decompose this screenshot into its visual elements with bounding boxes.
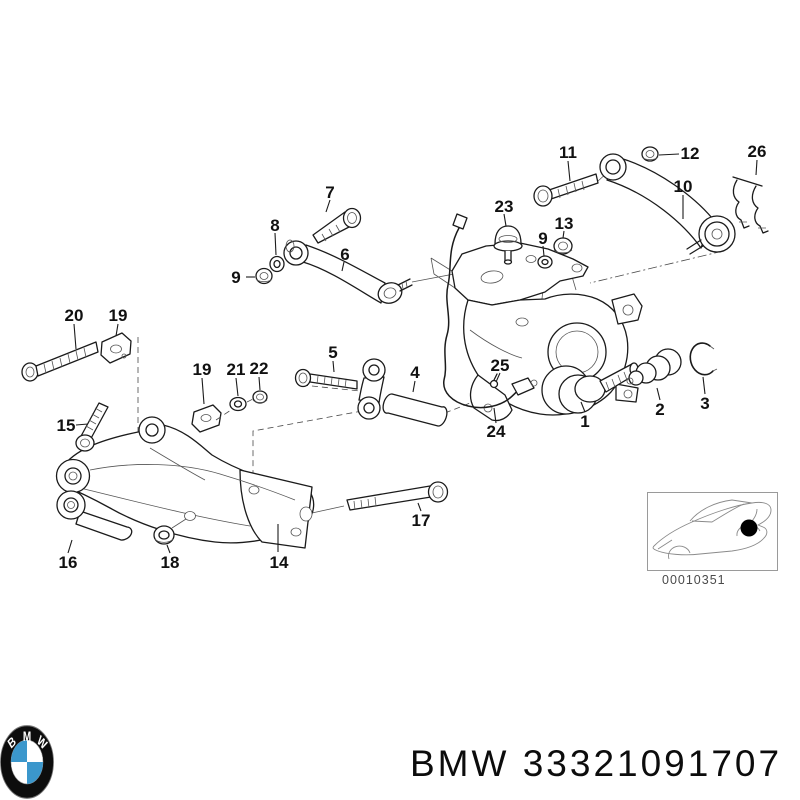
callout-8: 8 xyxy=(270,216,280,256)
svg-text:3: 3 xyxy=(700,394,709,413)
callout-15: 15 xyxy=(57,416,89,435)
svg-text:20: 20 xyxy=(65,306,84,325)
svg-text:9: 9 xyxy=(538,229,547,248)
part-21-washer xyxy=(229,396,247,412)
part-15-bolt xyxy=(75,402,109,452)
svg-text:11: 11 xyxy=(559,143,577,162)
part-23-bump-stop xyxy=(493,225,523,265)
part-9-nut-left xyxy=(255,267,273,285)
callout-25: 25 xyxy=(491,356,510,383)
part-19-bracket-left xyxy=(100,332,132,364)
part-2-joint-boot xyxy=(626,348,682,386)
callout-19-right: 19 xyxy=(193,360,212,405)
part-18-nut xyxy=(153,518,187,545)
location-dot xyxy=(740,519,758,537)
svg-text:15: 15 xyxy=(57,416,76,435)
part-10-upper-control-arm xyxy=(599,153,736,255)
svg-text:2: 2 xyxy=(655,400,664,419)
part-1-wheel-hub xyxy=(541,362,639,415)
svg-text:24: 24 xyxy=(487,422,506,441)
callout-3: 3 xyxy=(700,376,710,413)
part-4-integral-link xyxy=(357,358,448,427)
callout-6: 6 xyxy=(340,245,350,272)
callout-17: 17 xyxy=(412,502,431,530)
svg-text:25: 25 xyxy=(491,356,510,375)
callout-1: 1 xyxy=(580,401,590,431)
callout-23: 23 xyxy=(495,197,514,227)
svg-text:17: 17 xyxy=(412,511,431,530)
callout-20: 20 xyxy=(65,306,84,350)
callout-5: 5 xyxy=(328,343,338,373)
part-6-guiding-arm xyxy=(283,239,413,304)
part-16-stop-buffer xyxy=(56,490,133,541)
callout-26: 26 xyxy=(748,142,767,176)
part-26-retaining-clips xyxy=(732,176,769,234)
svg-text:26: 26 xyxy=(748,142,767,161)
part-13-nut xyxy=(553,237,573,255)
callout-10: 10 xyxy=(674,177,693,219)
callout-13: 13 xyxy=(555,214,574,239)
part-25-clip xyxy=(489,373,499,389)
svg-text:23: 23 xyxy=(495,197,514,216)
part-11-bolt xyxy=(533,173,599,207)
svg-text:16: 16 xyxy=(59,553,78,572)
part-8-washer xyxy=(269,255,285,273)
callout-16: 16 xyxy=(59,539,78,572)
svg-text:M: M xyxy=(23,728,31,744)
callout-14: 14 xyxy=(270,524,289,572)
svg-text:13: 13 xyxy=(555,214,574,233)
part-5-bolt xyxy=(294,368,358,390)
svg-text:5: 5 xyxy=(328,343,337,362)
svg-text:6: 6 xyxy=(340,245,349,264)
part-19-bracket-right xyxy=(191,404,222,433)
bmw-logo: B M W xyxy=(0,725,54,799)
part-24-abs-sensor xyxy=(443,213,538,409)
svg-text:8: 8 xyxy=(270,216,279,235)
callout-2: 2 xyxy=(655,387,665,419)
svg-text:14: 14 xyxy=(270,553,289,572)
callout-21: 21 xyxy=(227,360,246,397)
part-number: 33321091707 xyxy=(522,743,783,784)
roundel-quadrant-br xyxy=(27,762,43,784)
roundel-quadrant-tl xyxy=(11,740,27,762)
inset-code: 00010351 xyxy=(662,573,726,587)
part-20-bolt xyxy=(21,341,99,382)
callout-22: 22 xyxy=(250,359,269,391)
part-12-nut xyxy=(641,146,659,162)
svg-text:1: 1 xyxy=(580,412,589,431)
svg-text:22: 22 xyxy=(250,359,269,378)
svg-text:12: 12 xyxy=(681,144,700,163)
part-7-bolt xyxy=(312,207,362,244)
callout-12: 12 xyxy=(658,144,700,163)
part-14-trailing-arm xyxy=(55,416,315,549)
svg-text:21: 21 xyxy=(227,360,246,379)
svg-text:10: 10 xyxy=(674,177,693,196)
part-number-title: BMW 33321091707 xyxy=(410,743,782,785)
callout-9-right: 9 xyxy=(538,229,548,257)
callout-11: 11 xyxy=(559,143,577,182)
part-3-snap-ring xyxy=(689,342,718,376)
callout-18: 18 xyxy=(161,544,180,572)
svg-text:9: 9 xyxy=(231,268,240,287)
callouts: 7 8 9 6 11 12 26 10 23 13 9 20 19 15 19 … xyxy=(57,142,767,572)
svg-text:18: 18 xyxy=(161,553,180,572)
car-outline-icon xyxy=(652,499,772,560)
part-9-washer-right xyxy=(537,255,553,269)
part-17-bolt xyxy=(299,481,449,522)
callout-7: 7 xyxy=(325,183,335,213)
callout-9-left: 9 xyxy=(231,268,255,287)
svg-text:19: 19 xyxy=(109,306,128,325)
inset-frame xyxy=(647,492,778,571)
callout-4: 4 xyxy=(410,363,420,393)
svg-text:19: 19 xyxy=(193,360,212,379)
svg-text:4: 4 xyxy=(410,363,420,382)
callout-19-left: 19 xyxy=(109,306,128,337)
car-location-inset: 00010351 xyxy=(647,492,778,587)
part-22-nut xyxy=(215,390,268,421)
svg-text:7: 7 xyxy=(325,183,334,202)
brand-name: BMW xyxy=(410,743,510,784)
rear-axle-parts-diagram: 7 8 9 6 11 12 26 10 23 13 9 20 19 15 19 … xyxy=(21,142,778,587)
callout-24: 24 xyxy=(487,407,506,441)
